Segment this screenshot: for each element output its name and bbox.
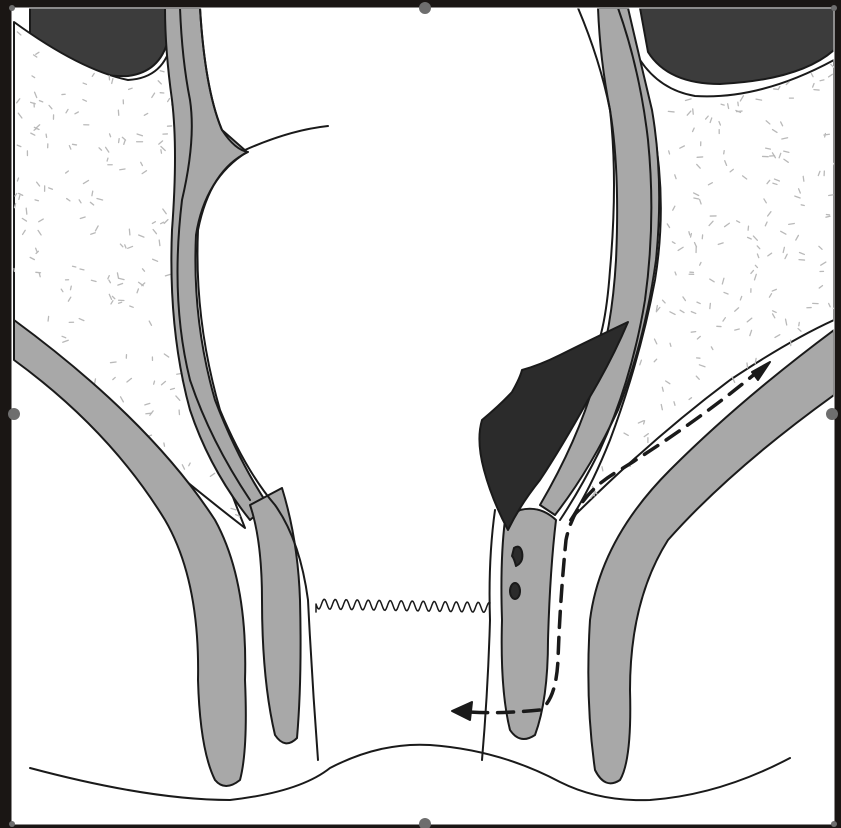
fat-speckle — [602, 467, 603, 471]
fat-speckle — [710, 303, 711, 308]
fat-speckle — [668, 111, 674, 112]
fat-speckle — [820, 80, 824, 81]
fat-speckle — [721, 104, 724, 105]
fat-speckle — [789, 223, 795, 224]
fat-speckle — [829, 195, 833, 196]
spot-lower — [510, 583, 520, 599]
fat-speckle — [92, 191, 93, 196]
handle-corner-bl-icon[interactable] — [9, 821, 15, 827]
fat-speckle — [177, 374, 181, 375]
fat-speckle — [80, 269, 84, 270]
handle-left-icon[interactable] — [8, 408, 20, 420]
fat-speckle — [691, 332, 695, 333]
fat-speckle — [824, 134, 829, 135]
fat-speckle — [73, 144, 77, 145]
handle-corner-tl-icon[interactable] — [9, 5, 15, 11]
fat-speckle — [70, 286, 71, 290]
fat-speckle — [803, 176, 804, 181]
fat-speckle — [119, 139, 120, 143]
fat-speckle — [46, 134, 47, 137]
fat-speckle — [48, 316, 49, 321]
handle-corner-br-icon[interactable] — [831, 821, 837, 827]
fat-speckle — [691, 234, 692, 237]
fat-speckle — [826, 216, 830, 217]
handle-corner-tr-icon[interactable] — [831, 5, 837, 11]
handle-right-icon[interactable] — [826, 408, 838, 420]
fat-speckle — [129, 229, 130, 235]
fat-speckle — [120, 169, 125, 170]
fat-speckle — [669, 151, 670, 154]
fat-speckle — [110, 362, 116, 363]
fat-speckle — [670, 343, 671, 346]
fat-speckle — [747, 363, 748, 368]
fat-speckle — [693, 109, 694, 114]
fat-speckle — [39, 273, 40, 277]
fat-speckle — [154, 381, 155, 384]
fat-speckle — [159, 240, 160, 246]
fat-speckle — [73, 266, 76, 267]
fat-speckle — [161, 150, 162, 153]
fat-speckle — [164, 443, 165, 446]
fat-speckle — [107, 158, 108, 161]
fat-speckle — [26, 208, 27, 214]
handle-top-icon[interactable] — [419, 2, 431, 14]
fat-speckle — [35, 200, 38, 201]
fat-speckle — [689, 232, 690, 235]
fat-speckle — [801, 205, 804, 206]
fat-speckle — [799, 322, 800, 325]
